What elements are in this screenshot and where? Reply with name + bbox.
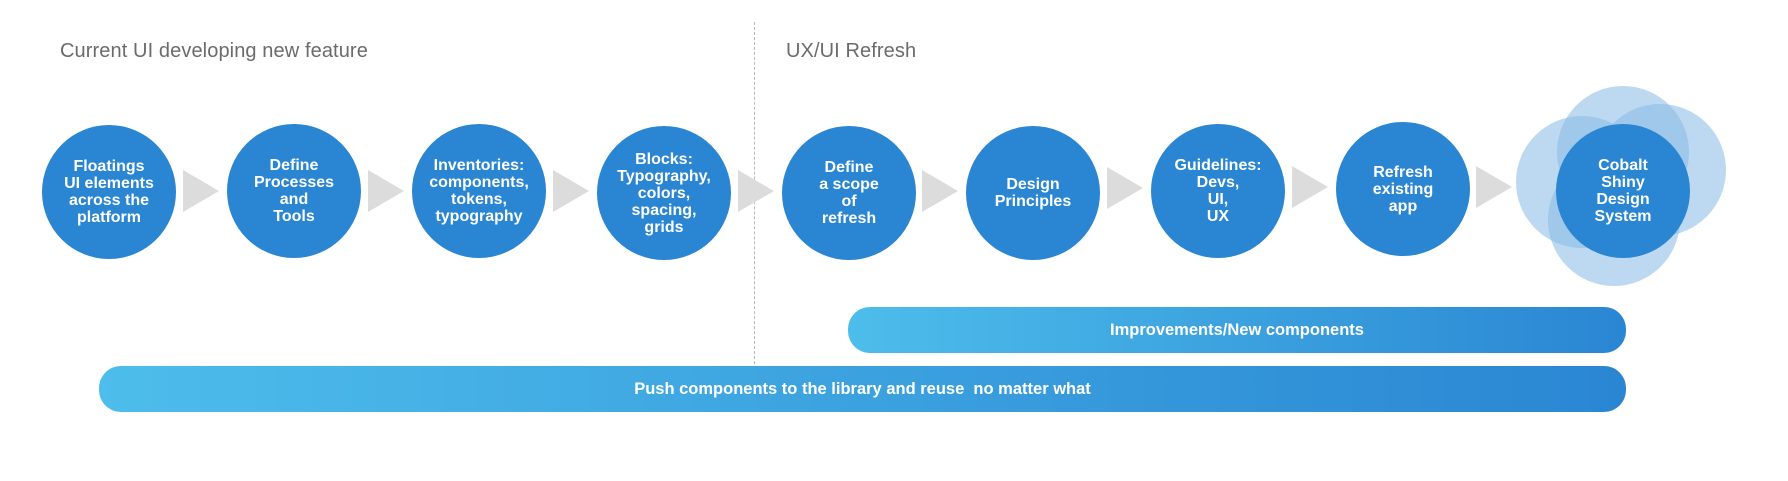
step-refresh-existing-app: Refresh existing app [1336,122,1470,256]
step-floating-ui-elements: Floatings UI elements across the platfor… [42,125,176,259]
step-label: Blocks: Typography, colors, spacing, gri… [617,150,711,236]
step-label: Floatings UI elements across the platfor… [64,158,154,226]
bar-push-components: Push components to the library and reuse… [99,366,1626,412]
bar-label: Push components to the library and reuse… [634,379,1091,398]
arrow-icon [1292,166,1328,208]
arrow-icon [553,170,589,212]
step-define-scope: Define a scope of refresh [782,126,916,260]
arrow-icon [1476,166,1512,208]
arrow-icon [183,170,219,212]
bar-improvements-new-components: Improvements/New components [848,307,1626,353]
step-label: Define a scope of refresh [819,159,879,227]
bar-label: Improvements/New components [1110,320,1364,339]
step-label: Guidelines: Devs, UI, UX [1174,157,1262,225]
section-title-ux-ui-refresh: UX/UI Refresh [786,40,917,62]
step-label: Inventories: components, tokens, typogra… [429,157,529,225]
step-cobalt-design-system: Cobalt Shiny Design System [1556,124,1690,258]
arrow-icon [738,170,774,212]
step-define-processes: Define Processes and Tools [227,124,361,258]
step-design-principles: Design Principles [966,126,1100,260]
step-label: Define Processes and Tools [253,157,335,225]
step-label: Refresh existing app [1372,163,1434,215]
step-guidelines: Guidelines: Devs, UI, UX [1151,124,1285,258]
arrow-icon [368,170,404,212]
step-label: Cobalt Shiny Design System [1594,157,1652,225]
step-blocks: Blocks: Typography, colors, spacing, gri… [597,126,731,260]
step-label: Design Principles [994,176,1072,210]
arrow-icon [922,170,958,212]
step-inventories: Inventories: components, tokens, typogra… [412,124,546,258]
section-title-current-ui: Current UI developing new feature [60,40,368,62]
arrow-icon [1107,167,1143,209]
